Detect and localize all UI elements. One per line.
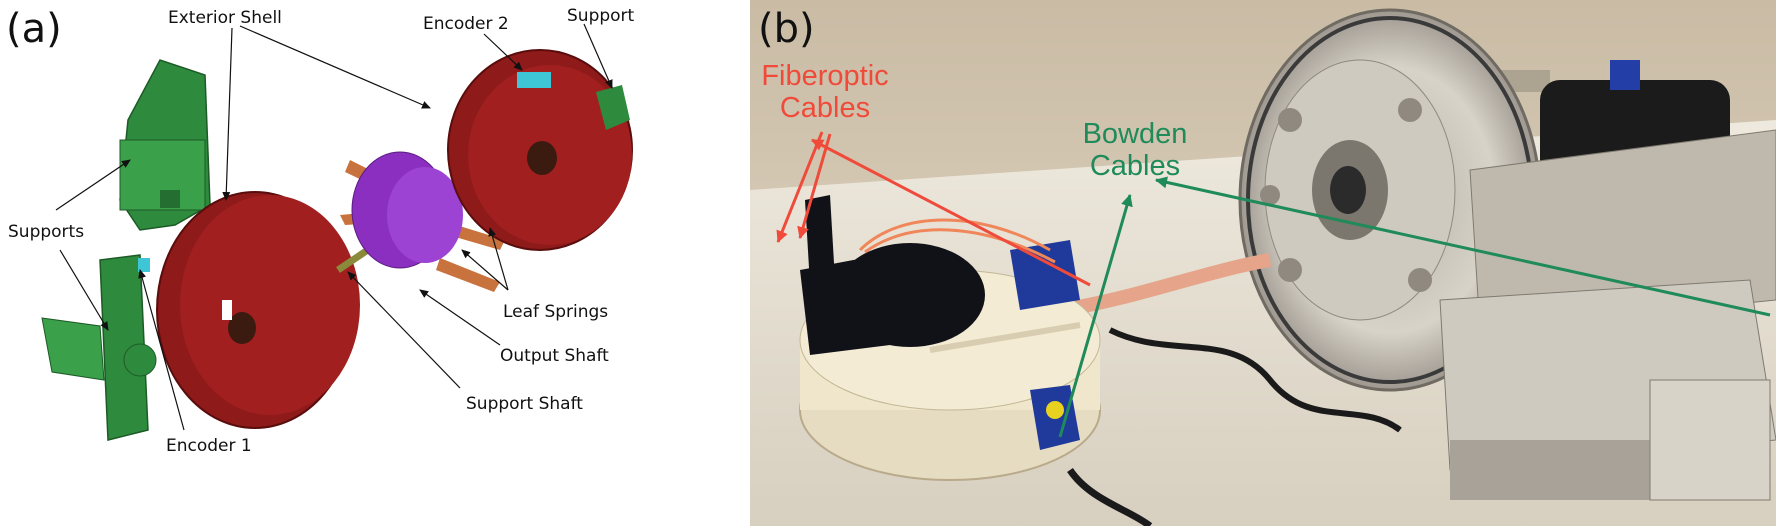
label-encoder-1: Encoder 1 xyxy=(166,436,252,456)
support-right-part xyxy=(596,85,630,130)
label-exterior-shell: Exterior Shell xyxy=(168,8,282,28)
callout-arrows xyxy=(55,23,613,431)
upper-support-part xyxy=(119,59,211,231)
black-cable xyxy=(1108,327,1402,433)
panel-a-exploded-view: (a) Exterior Shell Encoder 2 Support Sup… xyxy=(0,0,740,526)
label-support-shaft: Support Shaft xyxy=(466,394,583,414)
label-fiberoptic-cables: Fiberoptic Cables xyxy=(761,60,889,124)
left-exterior-shell-part xyxy=(156,191,360,429)
label-leaf-springs: Leaf Springs xyxy=(503,302,609,322)
panel-b-photograph: (b) Fiberoptic Cables Bowden Cables xyxy=(750,0,1776,526)
joint-device xyxy=(799,195,1101,481)
panel-a-letter: (a) xyxy=(6,6,62,52)
lower-support-part xyxy=(41,254,157,441)
pulley-wheel xyxy=(1238,8,1542,392)
bowden-sleeve xyxy=(1059,253,1272,317)
panel-b-letter: (b) xyxy=(758,6,815,52)
photo-callout-arrows xyxy=(776,131,1771,438)
right-exterior-shell-part xyxy=(447,49,633,251)
encoder-1-part xyxy=(138,258,150,272)
label-support: Support xyxy=(567,6,635,26)
label-output-shaft: Output Shaft xyxy=(500,346,609,366)
label-bowden-cables: Bowden Cables xyxy=(1082,118,1188,182)
fiberoptic-wire xyxy=(858,218,1051,252)
encoder-2-part xyxy=(517,72,551,88)
exploded-view-drawing xyxy=(41,23,633,441)
encoder-housing xyxy=(1010,240,1080,310)
mounting-blocks xyxy=(1439,129,1776,501)
device-photo xyxy=(750,0,1776,526)
spring-core-part xyxy=(340,151,505,292)
label-encoder-2: Encoder 2 xyxy=(423,14,509,34)
label-supports: Supports xyxy=(8,222,85,242)
